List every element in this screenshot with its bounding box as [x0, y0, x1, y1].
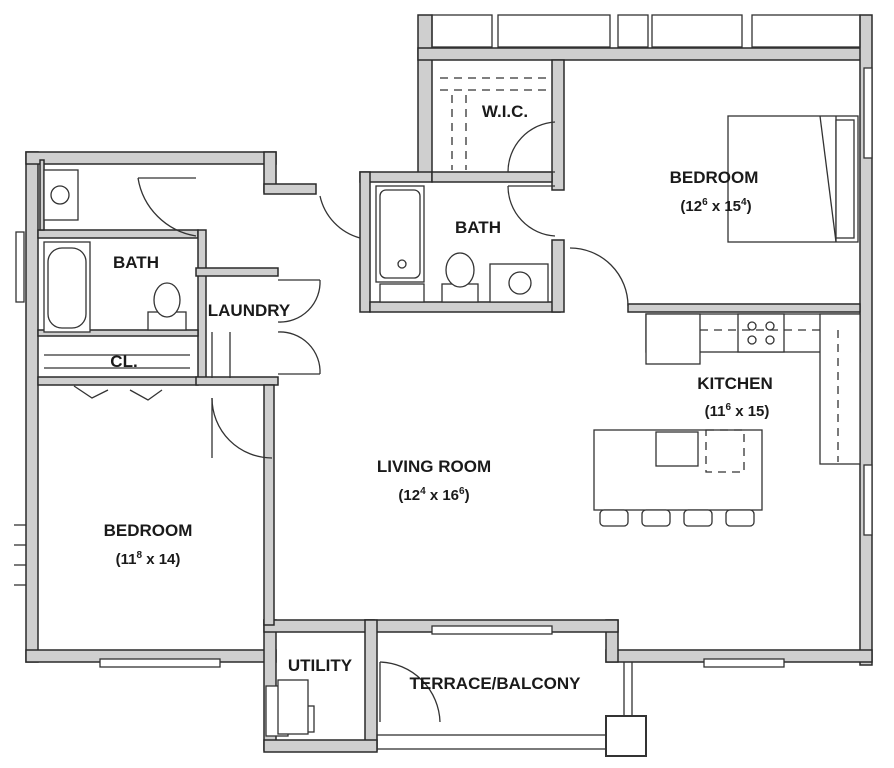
- interior-walls: [37, 59, 861, 626]
- bath-center-label: BATH: [455, 218, 501, 237]
- bedroom-left-label: BEDROOM: [104, 521, 193, 540]
- living-room-label: LIVING ROOM: [377, 457, 491, 476]
- center-bath-fixtures: [375, 185, 549, 303]
- wic-and-bedroom-fixtures: [440, 77, 859, 243]
- kitchen-fixtures: [593, 313, 861, 527]
- kitchen-dims: (116 x 15): [705, 402, 770, 420]
- bedroom-right-dims: (126 x 154): [680, 197, 751, 215]
- left-bath-fixtures: [43, 169, 187, 333]
- room-labels: BATH LAUNDRY CL. BEDROOM (118 x 14) W.I.…: [104, 102, 773, 693]
- living-room-dims: (124 x 166): [398, 486, 469, 504]
- laundry-label: LAUNDRY: [208, 301, 291, 320]
- closet-label: CL.: [110, 352, 137, 371]
- utility-fixtures: [265, 679, 315, 737]
- windows: [14, 67, 873, 668]
- bedroom-left-dims: (118 x 14): [116, 550, 181, 568]
- wic-label: W.I.C.: [482, 102, 528, 121]
- terrace-label: TERRACE/BALCONY: [410, 674, 582, 693]
- bedroom-right-label: BEDROOM: [670, 168, 759, 187]
- utility-label: UTILITY: [288, 656, 353, 675]
- doors: [44, 121, 629, 723]
- kitchen-label: KITCHEN: [697, 374, 773, 393]
- bath-left-label: BATH: [113, 253, 159, 272]
